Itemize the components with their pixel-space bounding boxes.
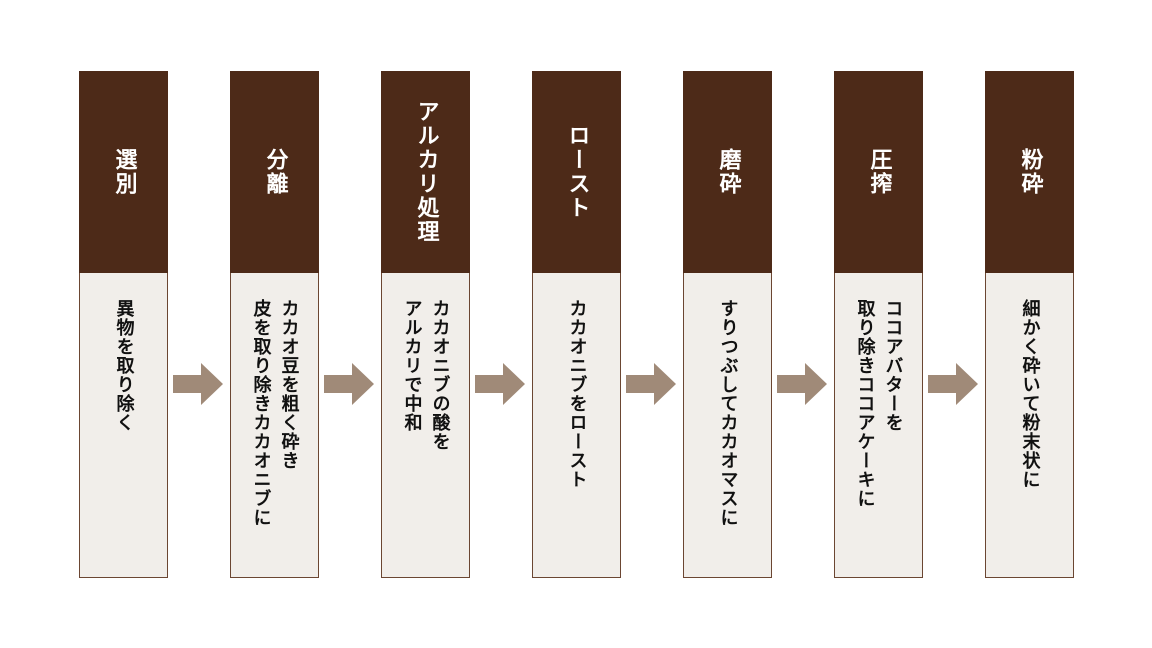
- step-header: 圧搾: [834, 71, 923, 273]
- step-description: カカオニブをロースト: [566, 299, 588, 489]
- step-body: カカオニブをロースト: [532, 273, 621, 578]
- step-body: ココアバターを 取り除きココアケーキに: [834, 273, 923, 578]
- step-header: アルカリ処理: [381, 71, 470, 273]
- right-arrow-icon: [324, 363, 374, 405]
- step-body: カカオ豆を粗く砕き 皮を取り除きカカオニブに: [230, 273, 319, 578]
- step-title: 選別: [111, 148, 137, 196]
- step-header: 選別: [79, 71, 168, 273]
- step-title: ロースト: [564, 124, 590, 220]
- step-body: カカオニブの酸を アルカリで中和: [381, 273, 470, 578]
- step-5: 磨砕 すりつぶしてカカオマスに: [683, 71, 772, 578]
- step-description: カカオニブの酸を アルカリで中和: [401, 299, 451, 451]
- step-description: 細かく砕いて粉末状に: [1019, 299, 1041, 489]
- step-title: アルカリ処理: [413, 100, 439, 244]
- step-4: ロースト カカオニブをロースト: [532, 71, 621, 578]
- step-title: 粉砕: [1017, 148, 1043, 196]
- step-description: 異物を取り除く: [113, 299, 135, 432]
- step-body: すりつぶしてカカオマスに: [683, 273, 772, 578]
- step-6: 圧搾 ココアバターを 取り除きココアケーキに: [834, 71, 923, 578]
- step-3: アルカリ処理 カカオニブの酸を アルカリで中和: [381, 71, 470, 578]
- step-title: 圧搾: [866, 148, 892, 196]
- step-header: 粉砕: [985, 71, 1074, 273]
- step-description: ココアバターを 取り除きココアケーキに: [854, 299, 904, 508]
- step-header: 磨砕: [683, 71, 772, 273]
- step-7: 粉砕 細かく砕いて粉末状に: [985, 71, 1074, 578]
- right-arrow-icon: [475, 363, 525, 405]
- step-title: 分離: [262, 148, 288, 196]
- step-2: 分離 カカオ豆を粗く砕き 皮を取り除きカカオニブに: [230, 71, 319, 578]
- step-title: 磨砕: [715, 148, 741, 196]
- right-arrow-icon: [173, 363, 223, 405]
- right-arrow-icon: [626, 363, 676, 405]
- step-header: 分離: [230, 71, 319, 273]
- step-body: 細かく砕いて粉末状に: [985, 273, 1074, 578]
- step-body: 異物を取り除く: [79, 273, 168, 578]
- step-header: ロースト: [532, 71, 621, 273]
- right-arrow-icon: [777, 363, 827, 405]
- right-arrow-icon: [928, 363, 978, 405]
- step-description: カカオ豆を粗く砕き 皮を取り除きカカオニブに: [250, 299, 300, 527]
- step-description: すりつぶしてカカオマスに: [717, 299, 739, 527]
- step-1: 選別 異物を取り除く: [79, 71, 168, 578]
